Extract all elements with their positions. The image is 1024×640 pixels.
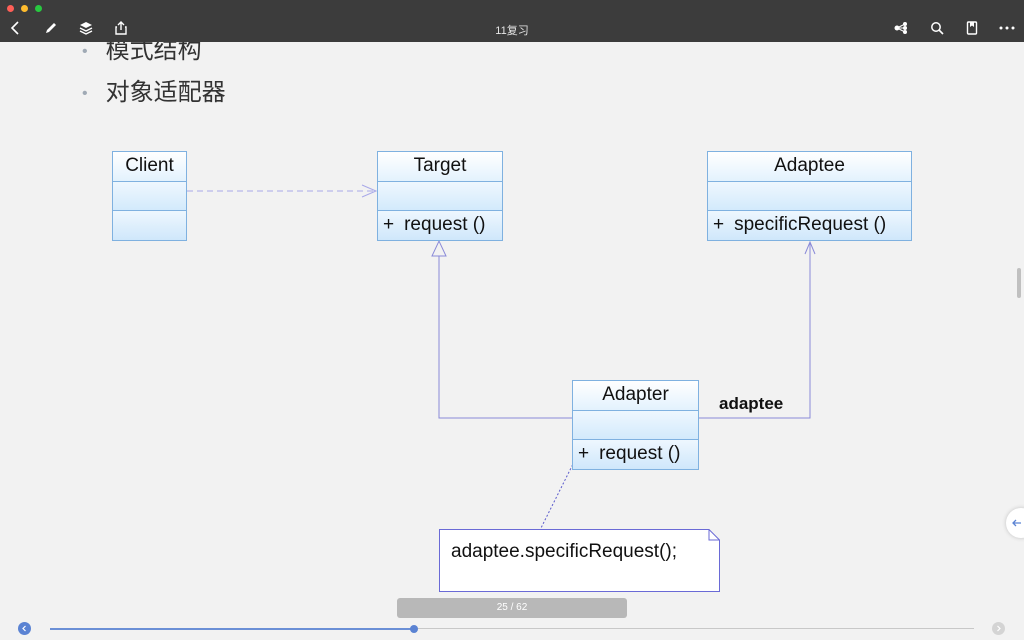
title-bar: 11复习 (0, 0, 1024, 42)
bullet-dot-icon: • (82, 42, 88, 60)
note-text: adaptee.specificRequest(); (451, 541, 678, 562)
bullet-level1-text: 模式结构 (105, 42, 202, 64)
code-note: adaptee.specificRequest(); (439, 529, 720, 592)
class-operations (113, 211, 186, 240)
bookmark-icon[interactable] (962, 18, 982, 38)
class-attributes (113, 182, 186, 211)
close-window-button[interactable] (7, 5, 14, 12)
previous-page-button[interactable] (18, 622, 31, 635)
class-adaptee[interactable]: Adaptee + specificRequest () (707, 151, 912, 241)
document-page: • 模式结构 • 对象适配器 Client Target (0, 42, 1024, 640)
generalization-line (438, 256, 572, 419)
vertical-scrollbar[interactable] (1017, 268, 1021, 298)
share-icon[interactable] (111, 18, 131, 38)
class-name: Target (378, 152, 502, 182)
layers-icon[interactable] (76, 18, 96, 38)
association-line (698, 242, 811, 419)
chevron-right-icon (997, 625, 1001, 632)
class-operations: + request () (573, 440, 698, 469)
association-arrowhead (804, 240, 816, 255)
note-fold (708, 529, 720, 541)
page-progress-fill (50, 628, 414, 630)
bullet-dot-icon: • (82, 84, 88, 102)
arrow-left-icon (1012, 519, 1021, 527)
operation-name: request () (599, 443, 681, 464)
class-operations: + request () (378, 211, 502, 240)
bullet-level1: • 模式结构 (82, 42, 202, 65)
pen-icon[interactable] (41, 18, 61, 38)
back-icon[interactable] (6, 18, 26, 38)
class-target[interactable]: Target + request () (377, 151, 503, 241)
class-attributes (573, 411, 698, 440)
zoom-window-button[interactable] (35, 5, 42, 12)
tree-icon[interactable] (891, 18, 911, 38)
visibility-marker: + (578, 443, 590, 464)
class-name: Client (113, 152, 186, 182)
page-indicator: 25 / 62 (397, 598, 627, 618)
class-name: Adaptee (708, 152, 911, 182)
class-name: Adapter (573, 381, 698, 411)
class-attributes (708, 182, 911, 211)
diagram-connectors (187, 184, 816, 592)
note-shape (439, 529, 720, 592)
search-icon[interactable] (927, 18, 947, 38)
bullet-level2: • 对象适配器 (82, 72, 226, 107)
class-adapter[interactable]: Adapter + request () (572, 380, 699, 470)
chevron-left-icon (22, 625, 26, 632)
document-title: 11复习 (495, 25, 529, 37)
visibility-marker: + (383, 214, 395, 235)
operation-name: specificRequest () (734, 214, 887, 235)
generalization-arrowhead (431, 239, 447, 257)
class-client[interactable]: Client (112, 151, 187, 241)
next-page-button[interactable] (992, 622, 1005, 635)
bullet-level2-text: 对象适配器 (105, 79, 226, 106)
more-icon[interactable] (997, 18, 1017, 38)
visibility-marker: + (713, 214, 725, 235)
operation-name: request () (404, 214, 486, 235)
page-progress-thumb[interactable] (410, 625, 418, 633)
association-label: adaptee (719, 394, 784, 413)
side-panel-toggle[interactable] (1006, 508, 1024, 538)
dependency-arrowhead (361, 184, 378, 198)
minimize-window-button[interactable] (21, 5, 28, 12)
class-operations: + specificRequest () (708, 211, 911, 240)
page-progress-track[interactable] (50, 628, 974, 629)
class-attributes (378, 182, 502, 211)
